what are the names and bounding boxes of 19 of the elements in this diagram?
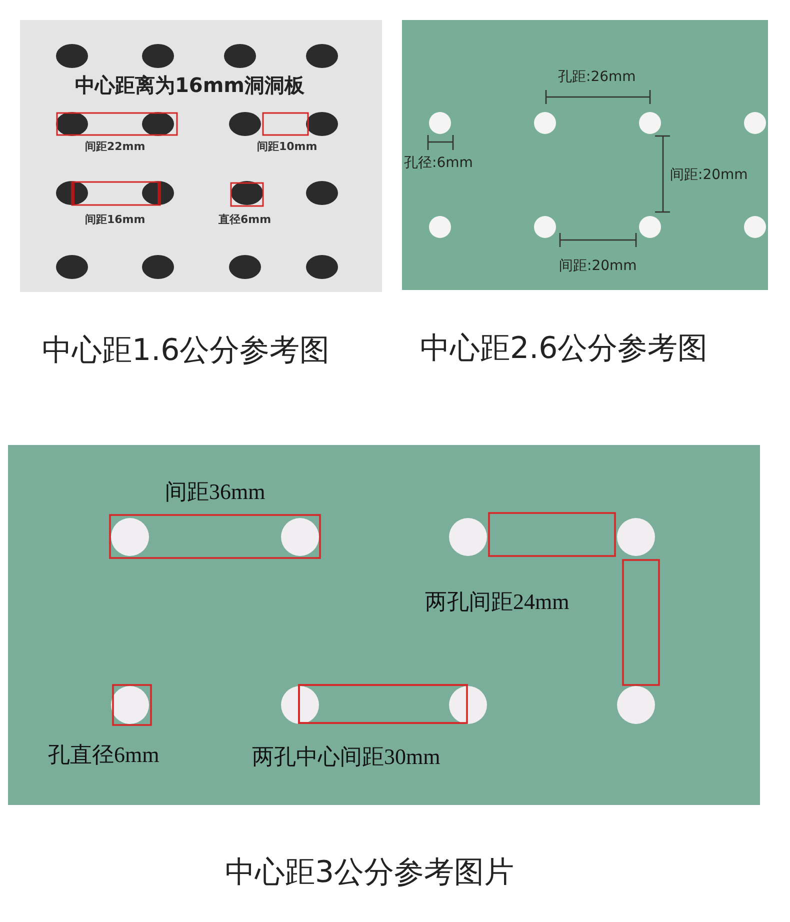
dimension-label: 间距10mm [257, 138, 318, 154]
dimension-label: 间距22mm [85, 138, 146, 154]
dimension-label: 间距16mm [85, 212, 146, 226]
figure-caption: 中心距3公分参考图片 [225, 856, 514, 888]
dimension-label: 直径6mm [218, 212, 272, 226]
dimension-label: 间距36mm [165, 478, 266, 506]
dimension-label: 孔径:6mm [404, 154, 473, 172]
dimension-label: 两孔间距24mm [425, 588, 570, 616]
figure-caption: 中心距1.6公分参考图 [42, 334, 330, 366]
dimension-label: 孔直径6mm [48, 741, 160, 769]
pegboard-panel [8, 445, 760, 805]
dimension-label: 孔距:26mm [558, 68, 636, 86]
dimension-label: 间距:20mm [670, 166, 748, 184]
dimension-label: 间距:20mm [559, 257, 637, 275]
board-title: 中心距离为16mm洞洞板 [75, 72, 305, 98]
pegboard-panel [20, 20, 382, 292]
pegboard-panel [402, 20, 768, 290]
figure-caption: 中心距2.6公分参考图 [420, 332, 708, 364]
dimension-label: 两孔中心间距30mm [252, 743, 440, 771]
